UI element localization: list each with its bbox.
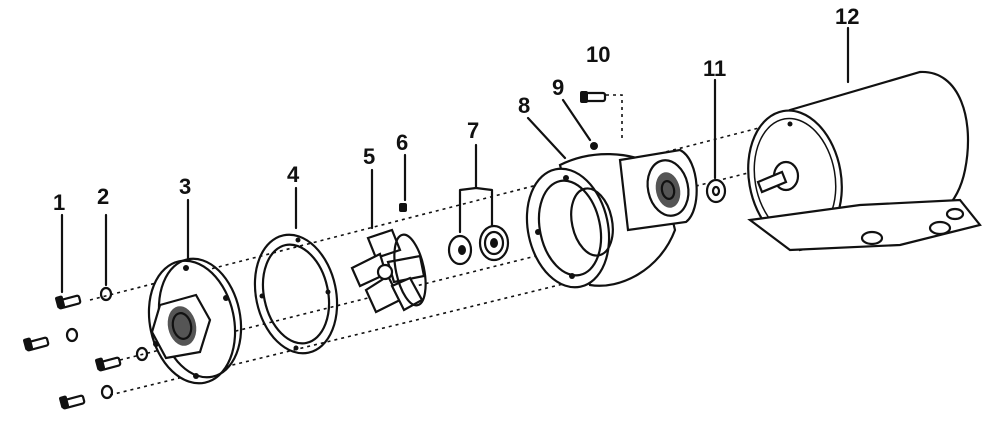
callout-1: 1 [53,190,66,215]
part-3-end-cover [147,257,243,385]
callout-2: 2 [97,184,110,209]
leader-8 [526,116,567,160]
part-6-key [399,203,407,212]
part-4-gasket [253,233,339,355]
part-7-seals [447,224,510,266]
callout-9: 9 [552,75,565,100]
leader-lines [60,26,850,294]
part-1-screws [23,294,122,410]
part-8-pump-housing [525,142,698,289]
leader-9 [561,98,592,142]
callout-10: 10 [586,42,611,67]
screw-a [55,294,82,310]
callout-3: 3 [179,174,192,199]
leader-7a [458,143,478,234]
part-5-impeller [350,228,427,314]
part-11-washer [705,178,727,204]
screw-d [59,394,86,410]
callout-11: 11 [703,56,727,81]
callout-5: 5 [363,144,376,169]
screw-b [23,336,50,352]
part-10-screw [580,91,607,103]
leader-7b [474,186,494,230]
callout-6: 6 [396,130,409,155]
part-12-motor [747,70,982,252]
part-2-washers [65,286,149,400]
callout-12: 12 [835,4,860,29]
callout-7: 7 [467,118,480,143]
callout-8: 8 [518,93,531,118]
screw-c [95,356,122,372]
axis-middle [119,249,561,361]
leader-10 [606,94,623,140]
callout-4: 4 [287,162,300,187]
